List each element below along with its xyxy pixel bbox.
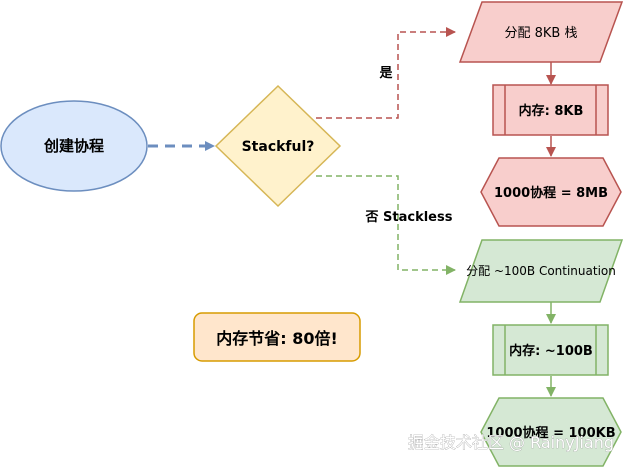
node-decision: Stackful? bbox=[214, 84, 342, 208]
node-mem-stack: 内存: 8KB bbox=[492, 84, 609, 136]
node-alloc-stack: 分配 8KB 栈 bbox=[458, 1, 624, 63]
node-decision-label: Stackful? bbox=[242, 139, 315, 155]
edge-decision-yes bbox=[316, 27, 456, 119]
edge-label-no: 否 Stackless bbox=[365, 210, 453, 225]
node-alloc-stack-label: 分配 8KB 栈 bbox=[505, 26, 578, 41]
edge-label-yes: 是 bbox=[378, 66, 393, 81]
node-total-cont: 1000协程 = 100KB bbox=[480, 397, 622, 467]
node-mem-stack-label: 内存: 8KB bbox=[519, 103, 584, 119]
node-start-label: 创建协程 bbox=[43, 137, 104, 155]
note-saving: 内存节省: 80倍! bbox=[193, 312, 361, 362]
node-mem-cont-label: 内存: ~100B bbox=[509, 343, 593, 359]
note-saving-label: 内存节省: 80倍! bbox=[216, 329, 338, 348]
node-total-stack: 1000协程 = 8MB bbox=[480, 157, 622, 227]
watermark: 掘金技术社区 @ RainyJiang bbox=[408, 433, 614, 452]
edge-decision-no bbox=[316, 175, 456, 275]
node-total-cont-label: 1000协程 = 100KB bbox=[486, 425, 615, 441]
node-start: 创建协程 bbox=[0, 100, 148, 192]
node-alloc-cont: 分配 ~100B Continuation bbox=[458, 239, 624, 303]
node-total-stack-label: 1000协程 = 8MB bbox=[494, 185, 608, 201]
node-mem-cont: 内存: ~100B bbox=[492, 324, 609, 376]
node-alloc-cont-label: 分配 ~100B Continuation bbox=[466, 264, 616, 278]
